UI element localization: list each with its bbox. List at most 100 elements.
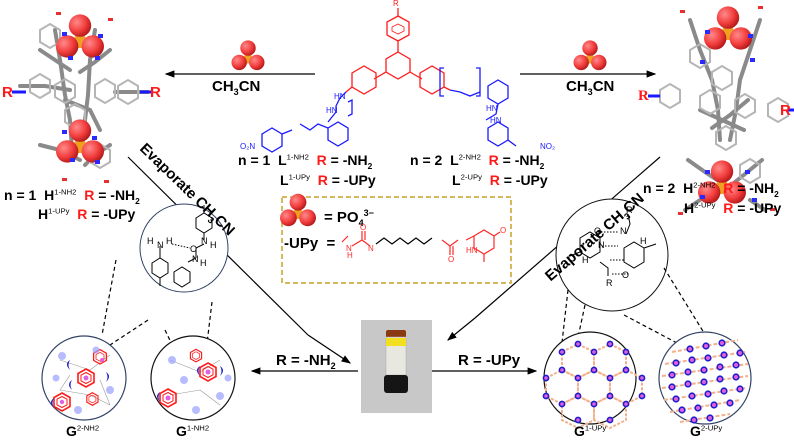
condition-right-sub: 3 (587, 87, 593, 97)
legend-phosphate-sup: 3− (363, 208, 374, 218)
ligand-structure (261, 8, 517, 153)
hbond-left-h2: H (166, 236, 173, 246)
legend-phosphate-sub: 4 (358, 218, 364, 228)
hbond-left-h1: H (147, 236, 154, 246)
ligand-l2-nh2-sup: 2-NH2 (458, 152, 481, 162)
hbond-right-n2: N (620, 226, 627, 236)
helicate-h2-upy-sup: 2-UPy (694, 200, 716, 210)
helicate-h1-sub: 2 (135, 195, 140, 206)
gel-label-g2-upy: G2-UPy (690, 423, 722, 439)
ligand-l1-n: n = 1 (238, 152, 271, 168)
ligand-l2-sub: 2 (539, 160, 545, 171)
ligand-hn-4: HN (490, 116, 502, 125)
arrow-evaporate-right (447, 317, 476, 341)
ligand-l1-label: n = 1 L1-NH2 R = -NH2 (238, 152, 373, 171)
hbond-right-r-bottom: R (606, 278, 613, 288)
legend-box (281, 196, 512, 284)
gel-g1-nh2-sup: 1-NH2 (186, 423, 210, 433)
ligand-l1-eq: = -NH (326, 152, 368, 168)
ligand-l1-upy-label: L1-UPy R = -UPy (280, 172, 376, 188)
ligand-hn-1: HN (334, 92, 346, 101)
hbond-left-h4: H (200, 258, 207, 268)
hbond-right-r-top: R (626, 205, 633, 215)
ligand-l2-upy-eq: = -UPy (499, 172, 548, 188)
upy-atom-h1: H (347, 251, 353, 260)
condition-right-text: CH (566, 78, 588, 95)
gel-vial-photo (361, 320, 432, 413)
phosphate-legend-icon (280, 193, 316, 227)
hbond-structure-left (151, 205, 213, 288)
r-upy-condition: R = -UPy (458, 352, 521, 369)
helicate-h1-upy-eq: = -UPy (87, 206, 136, 222)
gel-g2-nh2-sup: 2-NH2 (76, 423, 100, 433)
helicate-h1-upy-r: R (77, 206, 88, 222)
ligand-l2-label: n = 2 L2-NH2 R = -NH2 (410, 152, 545, 171)
legend-upy-eq: = (326, 235, 336, 252)
phosphate-reagent-left-icon (231, 40, 265, 71)
hbond-right-n1: N (598, 240, 605, 250)
gel-label-g2-nh2: G2-NH2 (66, 423, 99, 439)
gel-g1-nh2-name: G (176, 423, 187, 439)
ligand-l1-upy-sup: 1-UPy (288, 172, 310, 182)
helicate-h1-upy-label: H1-UPy R = -UPy (38, 206, 135, 222)
r-nh2-sub: 2 (330, 361, 336, 371)
upy-atom-n2: N (368, 244, 374, 253)
hbond-right-o1: O (594, 226, 602, 236)
ligand-l2-r: R (488, 152, 499, 168)
condition-left: CH3CN (212, 78, 260, 97)
gel-g2-upy-sup: 2-UPy (700, 423, 723, 433)
ligand-l1-r: R (316, 152, 327, 168)
helicate-h2-upy-label: H2-UPy R = -UPy (684, 200, 781, 216)
gel-network-g2-nh2 (41, 335, 127, 421)
ligand-nitro-right: NO₂ (540, 142, 556, 151)
ligand-l2-name: L (450, 152, 459, 168)
gel-g1-upy-name: G (574, 423, 585, 439)
helicate-h2-name: H (683, 180, 694, 196)
helicate-h1-nh2-sup: 1-NH2 (54, 187, 77, 197)
helicate-h2-r: R (723, 180, 734, 196)
helicate-h2-label: n = 2 H2-NH2 R = -NH2 (643, 180, 779, 199)
ligand-l1-sub: 2 (367, 160, 373, 171)
hbond-right-o2: O (622, 270, 630, 280)
r-nh2-condition: R = -NH2 (276, 352, 336, 371)
phosphate-reagent-right-icon (573, 40, 607, 71)
upy-atom-o1: O (360, 223, 367, 232)
helicate-h2-r-right: R (780, 102, 791, 119)
helicate-h2-eq: = -NH (733, 180, 775, 196)
condition-left-text: CH (212, 78, 234, 95)
ligand-l1-name: L (278, 152, 287, 168)
gel-g1-upy-sup: 1-UPy (584, 423, 607, 433)
ligand-l2-eq: = -NH (498, 152, 540, 168)
helicate-h1-upy-sup: 1-UPy (48, 206, 70, 216)
condition-left-sub: 3 (233, 87, 239, 97)
helicate-h1-n: n = 1 (4, 187, 37, 203)
gel-network-g1-nh2 (150, 335, 236, 421)
gel-label-g1-upy: G1-UPy (574, 423, 606, 439)
ligand-l1-nh2-sup: 1-NH2 (286, 152, 309, 162)
helicate-h2-sub: 2 (774, 188, 779, 199)
ligand-l2-upy-label: L2-UPy R = -UPy (452, 172, 548, 188)
hbond-right-h2: H (640, 236, 647, 246)
hbond-right-h1: H (582, 255, 589, 265)
upy-atom-o3: O (500, 226, 507, 235)
gel-network-g2-upy (658, 331, 752, 425)
ligand-l2-n: n = 2 (410, 152, 443, 168)
hbond-left-h3: H (210, 240, 217, 250)
upy-atom-n1: N (346, 244, 352, 253)
helicate-h2-upy-name: H (684, 200, 695, 216)
upy-dimer-structure (569, 213, 657, 276)
legend-upy-label: -UPy (284, 235, 319, 252)
helicate-h1-r: R (84, 187, 95, 203)
gel-network-g1-upy (542, 331, 646, 430)
ligand-l1-upy-eq: = -UPy (327, 172, 376, 188)
hbond-left-n2: N (201, 236, 208, 246)
helicate-h2-model (648, 6, 794, 215)
helicate-h1-label: n = 1 H1-NH2 R = -NH2 (4, 187, 140, 206)
condition-right-tail: CN (592, 78, 615, 95)
ligand-hn-3: HN (486, 104, 498, 113)
ligand-l1-upy-name: L (280, 172, 289, 188)
gel-label-g1-nh2: G1-NH2 (176, 423, 209, 439)
gel-g2-upy-name: G (690, 423, 701, 439)
hbond-zoom-circle-right (555, 198, 669, 312)
helicate-h1-upy-name: H (38, 206, 49, 222)
